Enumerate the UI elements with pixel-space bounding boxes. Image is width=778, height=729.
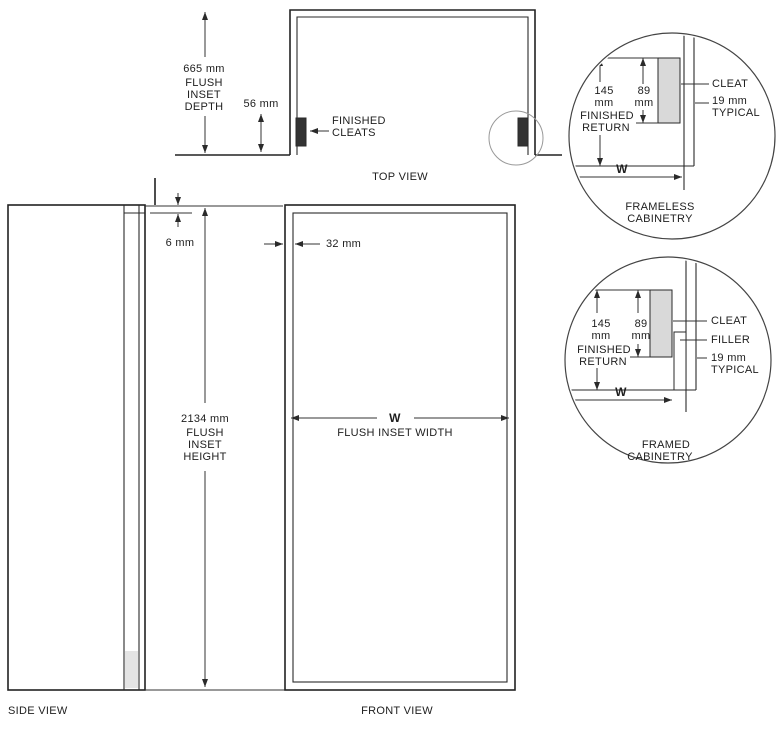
framed-cleat-depth-value: 89	[634, 318, 648, 330]
height-dimension-line1: FLUSH	[186, 427, 224, 439]
finished-cleats-line1: FINISHED	[332, 115, 386, 127]
width-dimension-label: FLUSH INSET WIDTH	[337, 427, 453, 439]
framed-typical-word: TYPICAL	[711, 364, 759, 376]
side-view-drawing	[7, 178, 285, 691]
framed-width-letter: W	[615, 385, 627, 399]
cleat-offset-dimension: 56 mm	[243, 98, 279, 110]
width-letter: W	[389, 411, 401, 425]
depth-dimension-line1: FLUSH	[185, 77, 223, 89]
framed-cleat-label: CLEAT	[711, 315, 748, 327]
framed-return-line1: FINISHED	[577, 344, 631, 356]
framed-detail-circle	[564, 256, 772, 464]
frame-width-dimension: 32 mm	[326, 238, 362, 250]
framed-return-unit: mm	[591, 330, 611, 342]
depth-dimension-value: 665 mm	[183, 63, 225, 75]
side-view-caption: SIDE VIEW	[8, 705, 68, 717]
height-dimension-line3: HEIGHT	[183, 451, 227, 463]
framed-detail-drawing	[564, 256, 772, 464]
framed-return-line2: RETURN	[579, 356, 627, 368]
frameless-detail-drawing	[568, 32, 776, 240]
depth-dimension-line2: INSET	[187, 89, 221, 101]
height-dimension-line2: INSET	[188, 439, 222, 451]
depth-dimension-line3: DEPTH	[184, 101, 224, 113]
frameless-return-value: 145	[594, 85, 614, 97]
front-view-drawing	[202, 204, 516, 691]
height-dimension-value: 2134 mm	[181, 413, 229, 425]
frameless-return-unit: mm	[594, 97, 614, 109]
top-view-caption: TOP VIEW	[372, 171, 428, 183]
framed-filler-label: FILLER	[711, 334, 751, 346]
framed-typical-value: 19 mm	[711, 352, 747, 364]
framed-cleat-depth-unit: mm	[631, 330, 651, 342]
side-panel-shade	[125, 651, 138, 688]
right-cleat-rect	[517, 117, 529, 147]
frameless-cleat-label: CLEAT	[712, 78, 749, 90]
framed-caption-line2: CABINETRY	[627, 451, 693, 463]
front-view-caption: FRONT VIEW	[361, 705, 433, 717]
frameless-typical-word: TYPICAL	[712, 107, 760, 119]
left-cleat-rect	[295, 117, 307, 147]
detail-callout-circle	[488, 110, 544, 166]
framed-cleat-rect	[649, 289, 673, 358]
framed-filler-rect	[673, 331, 687, 391]
frameless-typical-value: 19 mm	[712, 95, 748, 107]
finished-cleats-line2: CLEATS	[332, 127, 376, 139]
frameless-cleat-rect	[657, 57, 681, 124]
frameless-cleat-depth-value: 89	[637, 85, 651, 97]
frameless-return-line1: FINISHED	[580, 110, 634, 122]
frameless-return-line2: RETURN	[582, 122, 630, 134]
framed-caption-line1: FRAMED	[641, 439, 691, 451]
top-view-drawing	[175, 9, 562, 166]
frameless-caption-line1: FRAMELESS	[625, 201, 695, 213]
frameless-caption-line2: CABINETRY	[627, 213, 693, 225]
frameless-detail-circle	[568, 32, 776, 240]
reveal-dimension: 6 mm	[165, 237, 195, 249]
frameless-width-letter: W	[616, 162, 628, 176]
frameless-cleat-depth-unit: mm	[634, 97, 654, 109]
framed-return-value: 145	[591, 318, 611, 330]
